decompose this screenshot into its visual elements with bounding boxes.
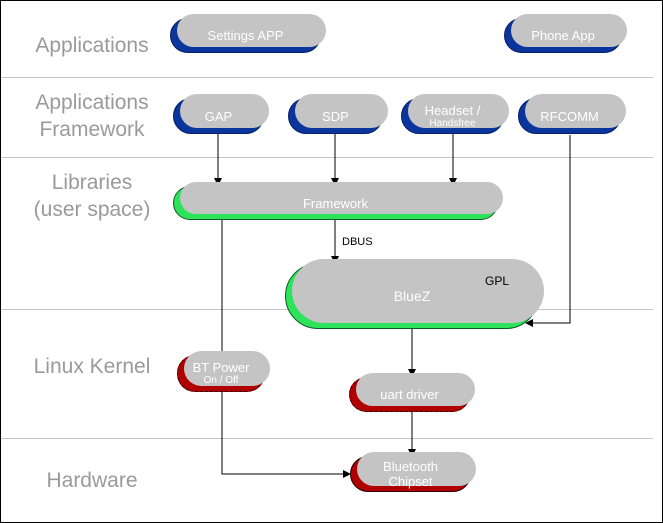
- box-shadow: [180, 182, 503, 214]
- on-off-label: On / Off: [203, 375, 239, 386]
- phone-app-box[interactable]: Phone App: [504, 14, 627, 53]
- box-shadow: [295, 94, 388, 128]
- arrow-framework-to-chipset: [221, 220, 351, 478]
- layer-label-line: Framework: [39, 118, 145, 141]
- uart-driver-box[interactable]: uart driver: [349, 373, 475, 412]
- layer-label-line: Linux Kernel: [33, 355, 151, 378]
- layer-label-line: Applications: [35, 91, 149, 114]
- framework-label: Framework: [302, 195, 368, 211]
- box-shadow: [525, 94, 626, 128]
- bluez-box[interactable]: BlueZ: [285, 259, 544, 329]
- uart-driver-label: uart driver: [380, 387, 439, 402]
- bluez-label: BlueZ: [393, 287, 431, 304]
- headset-label: Headset /: [424, 102, 481, 118]
- chipset-label-line2: Chipset: [388, 474, 433, 489]
- layer-label-line: Hardware: [46, 469, 138, 492]
- box-shadow: [356, 373, 475, 406]
- box-shadow: [184, 351, 270, 386]
- gap-box[interactable]: GAP: [173, 94, 269, 134]
- dbus-label: DBUS: [342, 236, 373, 248]
- gpl-license-label: GPL: [485, 274, 510, 288]
- box-shadow: [357, 452, 476, 486]
- layer-label-hardware: Hardware: [1, 467, 183, 494]
- layer-label-line: (user space): [33, 198, 151, 221]
- box-shadow: [408, 94, 509, 128]
- layer-label-line: Libraries: [51, 171, 133, 194]
- layer-label-kernel: Linux Kernel: [1, 353, 183, 380]
- separator-kernel: [1, 438, 653, 439]
- sdp-box[interactable]: SDP: [288, 94, 388, 134]
- layer-label-applications: Applications: [1, 32, 183, 59]
- box-shadow: [177, 14, 326, 47]
- separator-framework: [1, 157, 653, 158]
- rfcomm-label: RFCOMM: [540, 108, 599, 124]
- box-shadow: [180, 94, 269, 128]
- sdp-label: SDP: [322, 108, 349, 124]
- bluetooth-chipset-box[interactable]: Bluetooth Chipset: [350, 452, 476, 492]
- box-shadow: [511, 14, 627, 47]
- layer-label-line: Applications: [35, 34, 149, 57]
- bt-power-box[interactable]: BT Power On / Off: [177, 351, 270, 392]
- handsfree-label: Handsfree: [429, 117, 476, 129]
- layer-label-framework: Applications Framework: [1, 89, 183, 143]
- gap-label: GAP: [204, 108, 233, 124]
- headset-handsfree-box[interactable]: Headset / Handsfree: [401, 94, 509, 134]
- layer-label-libraries: Libraries (user space): [1, 169, 183, 223]
- separator-applications: [1, 77, 653, 78]
- box-shadow: [292, 259, 544, 323]
- settings-app-label: Settings APP: [207, 28, 284, 43]
- arrow-rfcomm-to-bluez: [525, 135, 571, 327]
- settings-app-box[interactable]: Settings APP: [170, 14, 326, 53]
- chipset-label-line1: Bluetooth: [383, 459, 438, 474]
- bt-power-label: BT Power: [192, 360, 250, 375]
- rfcomm-box[interactable]: RFCOMM: [518, 94, 626, 134]
- phone-app-label: Phone App: [531, 28, 595, 43]
- framework-box[interactable]: Framework: [173, 182, 503, 220]
